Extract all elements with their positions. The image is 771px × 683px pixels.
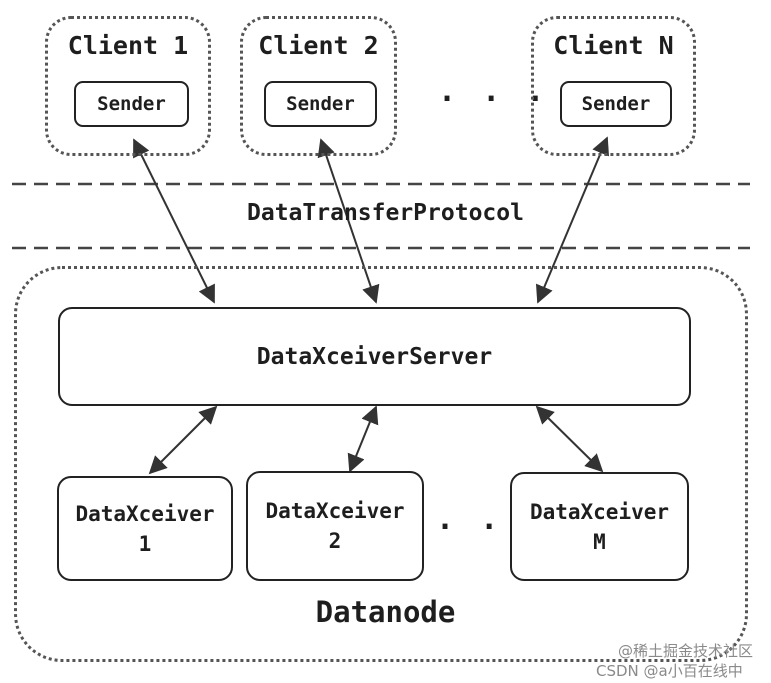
clients-ellipsis: · · · [438,82,549,117]
dataxceiver-1-index: 1 [138,531,152,556]
arrow-server-xceiver1 [148,405,218,475]
client-n-box: Client N Sender [531,16,696,156]
dataxceiver-1: DataXceiver 1 [57,476,233,581]
dataxceiver-2: DataXceiver 2 [246,471,424,581]
arrow-server-xceiverm [535,405,604,473]
client-1-title: Client 1 [67,31,189,60]
dataxceiver-m-name: DataXceiver [529,499,670,524]
dataxceiver-1-name: DataXceiver [75,501,215,526]
watermark-line1: @稀土掘金技术社区 [618,642,754,660]
dataxceiver-2-name: DataXceiver [265,499,405,523]
arrow-client2-server [317,138,380,304]
client-2-box: Client 2 Sender [240,16,397,156]
dataxceiver-server: DataXceiverServer [58,307,691,406]
client-n-sender: Sender [560,81,672,127]
client-1-sender: Sender [74,81,189,127]
arrow-clientn-server [535,136,610,304]
client-1-box: Client 1 Sender [45,16,211,156]
datanode-box [14,266,748,662]
dataxceiver-m: DataXceiver M [510,472,689,581]
dataxceiver-server-label: DataXceiverServer [256,343,493,370]
client-2-sender: Sender [264,81,377,127]
dataxceiver-2-index: 2 [328,529,342,553]
datanode-label: Datanode [315,595,456,629]
watermark-line2: CSDN @a小百在线中 [596,662,743,680]
arrow-server-xceiver2 [347,405,379,473]
protocol-label: DataTransferProtocol [247,200,524,226]
dataxceiver-m-index: M [593,529,606,554]
arrow-client1-server [133,138,215,304]
client-n-title: Client N [553,31,674,60]
client-2-title: Client 2 [258,31,379,60]
